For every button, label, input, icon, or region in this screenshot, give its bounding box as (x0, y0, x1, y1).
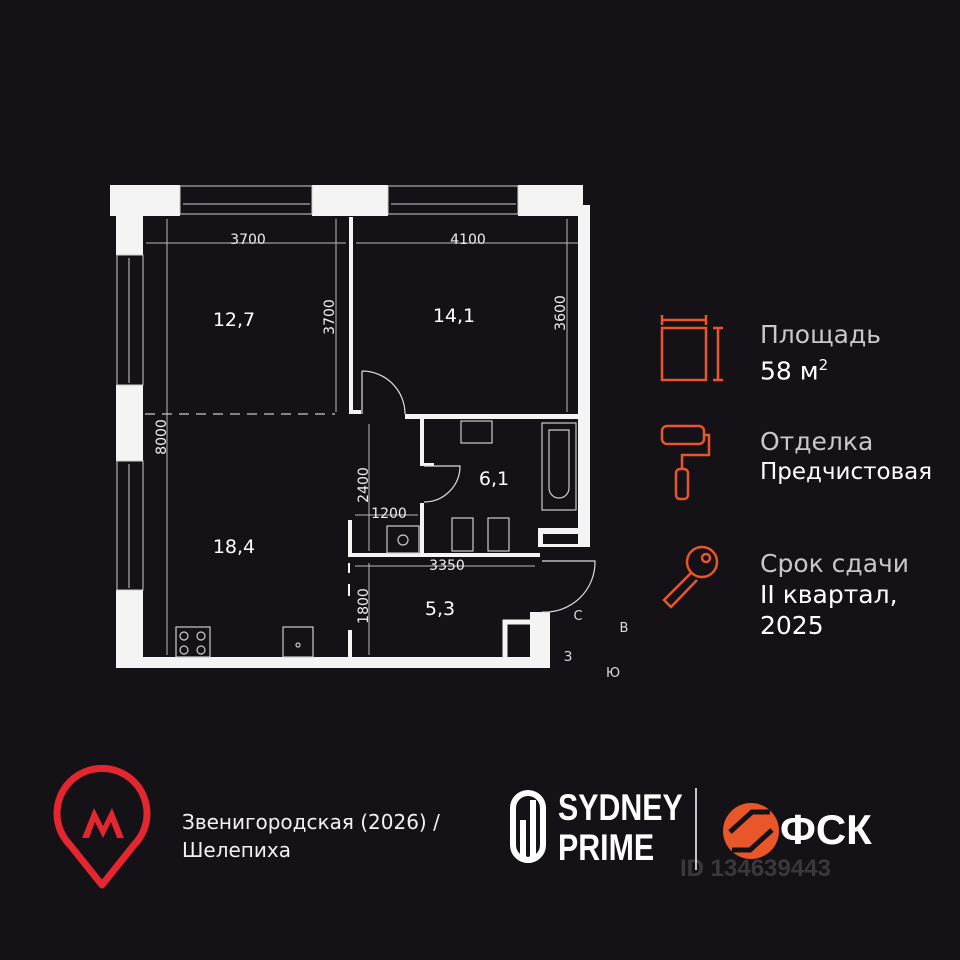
dim-1200: 1200 (371, 506, 407, 522)
area-unit-exponent: 2 (818, 356, 829, 374)
dim-3600: 3600 (553, 295, 569, 331)
dim-3700-horizontal: 3700 (230, 232, 266, 248)
metro-stations: Звенигородская (2026) / Шелепиха (182, 808, 440, 864)
dim-3350: 3350 (429, 558, 465, 574)
fsk-logo-mark (723, 803, 779, 859)
key-icon (662, 545, 719, 609)
room-area-bedroom-2: 14,1 (433, 305, 475, 327)
metro-logo (53, 764, 151, 889)
deadline-value-line2: 2025 (760, 611, 824, 640)
area-info: Площадь 58 м2 (760, 319, 881, 386)
windows (116, 185, 519, 591)
logo-line-2: PRIME (558, 827, 655, 868)
area-value: 58 м2 (760, 350, 881, 386)
svg-text:З: З (564, 650, 572, 665)
sydney-prime-logo-mark (510, 790, 546, 863)
dim-8000: 8000 (154, 419, 170, 455)
fixtures (175, 420, 577, 658)
sydney-prime-logo: SYDNEY PRIME (558, 788, 683, 868)
shaft (502, 619, 550, 665)
dim-1800: 1800 (356, 588, 372, 624)
dim-2400: 2400 (356, 467, 372, 503)
metro-line-1: Звенигородская (2026) / (182, 810, 440, 834)
deadline-label: Срок сдачи (760, 549, 910, 578)
doors (361, 370, 596, 613)
deadline-info: Срок сдачи II квартал, 2025 (760, 548, 909, 641)
metro-line-2: Шелепиха (182, 838, 291, 862)
finish-label: Отделка (760, 427, 874, 456)
fsk-logo-text: ФСК (780, 806, 872, 853)
compass: С В З Ю (564, 609, 629, 681)
dim-4100: 4100 (450, 232, 486, 248)
finish-info: Отделка Предчистовая (760, 426, 932, 488)
room-area-hallway: 5,3 (425, 598, 455, 620)
logo-line-1: SYDNEY (558, 787, 683, 828)
room-area-bedroom-1: 12,7 (213, 309, 255, 331)
area-value-text: 58 м (760, 356, 819, 386)
finish-value: Предчистовая (760, 459, 933, 485)
svg-text:С: С (573, 609, 582, 624)
deadline-value-line1: II квартал, (760, 580, 898, 609)
room-area-bathroom: 6,1 (479, 468, 509, 490)
area-label: Площадь (760, 320, 881, 349)
dim-3700-vertical: 3700 (322, 299, 338, 335)
svg-text:Ю: Ю (606, 666, 620, 681)
svg-text:В: В (620, 621, 629, 636)
area-icon (660, 315, 723, 382)
paint-roller-icon (660, 424, 711, 501)
room-area-kitchen-living: 18,4 (213, 536, 255, 558)
watermark: ID 134639443 (680, 855, 831, 882)
walls (110, 185, 590, 668)
